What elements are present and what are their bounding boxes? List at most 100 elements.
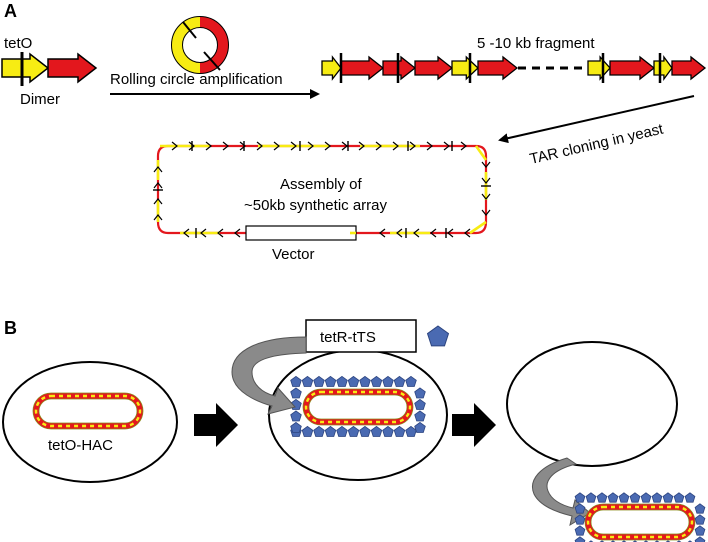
red-monomer-arrow bbox=[477, 55, 519, 81]
tetr-tts-protein bbox=[673, 492, 685, 503]
orientation-chevron bbox=[481, 161, 491, 168]
tetr-tts-label: tetR-tTS bbox=[320, 329, 376, 346]
tetr-tts-box bbox=[305, 319, 417, 353]
orientation-chevron bbox=[217, 228, 224, 238]
tetr-tts-protein bbox=[629, 492, 641, 503]
orientation-chevron bbox=[409, 141, 416, 151]
transition-arrow-2 bbox=[452, 403, 496, 447]
circle-outer-edge bbox=[171, 16, 229, 74]
tetr-tts-protein bbox=[313, 375, 325, 387]
tetr-tts-protein bbox=[414, 387, 426, 399]
tetr-tts-protein bbox=[574, 525, 586, 536]
tetr-tts-protein bbox=[336, 375, 348, 387]
teto-hac bbox=[32, 392, 144, 430]
panel-a-letter: A bbox=[4, 1, 17, 21]
red-monomer-arrow bbox=[414, 55, 454, 81]
assembly-label-line1: Assembly of bbox=[280, 176, 363, 193]
yellow-monomer-arrow bbox=[653, 55, 673, 81]
orientation-chevron bbox=[481, 209, 491, 216]
orientation-chevron bbox=[222, 141, 229, 151]
tetr-tts-protein bbox=[405, 375, 417, 387]
orientation-chevron bbox=[188, 141, 195, 151]
fragment-label: 5 -10 kb fragment bbox=[477, 35, 595, 52]
yellow-monomer-arrow bbox=[587, 55, 611, 81]
tetr-tts-protein bbox=[694, 536, 706, 542]
tetr-tts-protein bbox=[359, 425, 371, 437]
tetr-tts-protein bbox=[414, 398, 426, 410]
tetr-tts-protein bbox=[662, 492, 674, 503]
orientation-chevron bbox=[396, 228, 403, 238]
orientation-chevron bbox=[430, 228, 437, 238]
tetr-tts-protein bbox=[347, 375, 360, 387]
red-monomer-arrow bbox=[671, 55, 707, 81]
orientation-chevron bbox=[200, 228, 207, 238]
tetr-tts-protein bbox=[290, 421, 302, 433]
tetr-tts-protein bbox=[301, 375, 314, 387]
orientation-chevron bbox=[153, 198, 163, 205]
orientation-chevron bbox=[426, 141, 433, 151]
tetr-tts-protein bbox=[414, 421, 426, 433]
orientation-chevron bbox=[447, 228, 454, 238]
tetr-tts-protein bbox=[574, 492, 586, 503]
orientation-chevron bbox=[256, 141, 263, 151]
tetr-tts-protein bbox=[347, 425, 360, 437]
tetr-tts-protein bbox=[640, 492, 652, 503]
yellow-segment bbox=[474, 145, 488, 161]
tetr-tts-protein bbox=[694, 525, 706, 536]
assembly-backbone bbox=[156, 144, 488, 235]
yellow-monomer-arrow bbox=[1, 52, 50, 84]
assembly-label-line2: ~50kb synthetic array bbox=[244, 197, 387, 214]
released-teto-hac bbox=[574, 492, 706, 542]
orientation-chevron bbox=[460, 141, 467, 151]
orientation-chevron bbox=[481, 193, 491, 200]
circle-red-half bbox=[199, 16, 229, 74]
tetr-tts-protein bbox=[694, 514, 706, 525]
tetr-tts-protein bbox=[651, 492, 663, 503]
hac-edge bbox=[38, 398, 138, 424]
tetr-tts-protein bbox=[393, 375, 406, 387]
tetr-tts-protein bbox=[382, 375, 394, 387]
tetr-tts-protein bbox=[324, 375, 337, 387]
tar-label: TAR cloning in yeast bbox=[528, 120, 666, 167]
dimer-label: Dimer bbox=[20, 91, 60, 108]
hac-outline bbox=[303, 389, 413, 425]
panel-b-letter: B bbox=[4, 318, 17, 338]
hac-pattern bbox=[34, 394, 142, 428]
orientation-chevron bbox=[239, 141, 246, 151]
release-arrow bbox=[532, 457, 591, 527]
yellow-monomer-arrow bbox=[451, 55, 479, 81]
red-monomer-arrow bbox=[340, 55, 385, 81]
assembly-loop bbox=[153, 141, 491, 241]
tar-arrow bbox=[498, 95, 695, 144]
tetr-tts-protein bbox=[382, 425, 394, 437]
hac-pattern bbox=[586, 505, 694, 539]
tetr-tts-protein bbox=[574, 503, 586, 514]
circle-site-mark bbox=[203, 51, 221, 71]
tetr-tts-protein bbox=[574, 514, 586, 525]
tetr-tts-protein bbox=[313, 425, 325, 437]
orientation-chevron bbox=[153, 166, 163, 173]
hac-pattern bbox=[304, 390, 412, 424]
orientation-chevron bbox=[234, 228, 241, 238]
orientation-chevron bbox=[481, 177, 491, 184]
tetr-tts-protein bbox=[574, 536, 586, 542]
hac-edge bbox=[302, 388, 414, 426]
transition-arrow-1 bbox=[194, 403, 238, 447]
hac-edge bbox=[308, 394, 408, 420]
hac-label: tetO-HAC bbox=[48, 437, 113, 454]
tetr-tts-protein bbox=[618, 492, 630, 503]
vector-label: Vector bbox=[272, 246, 315, 263]
tetr-tts-protein bbox=[585, 492, 597, 503]
orientation-chevron bbox=[341, 141, 348, 151]
orientation-chevron bbox=[464, 228, 471, 238]
hac-edge bbox=[590, 509, 690, 535]
orientation-chevron bbox=[307, 141, 314, 151]
orientation-chevron bbox=[379, 228, 386, 238]
tetr-tts-protein bbox=[370, 375, 383, 387]
hac-outline bbox=[585, 504, 695, 540]
circle-yellow-half bbox=[171, 16, 201, 74]
teto-dimer bbox=[1, 52, 98, 86]
tetr-tts-protein bbox=[301, 425, 314, 437]
tetr-tts-protein bbox=[393, 425, 406, 437]
rca-label: Rolling circle amplification bbox=[110, 71, 283, 88]
